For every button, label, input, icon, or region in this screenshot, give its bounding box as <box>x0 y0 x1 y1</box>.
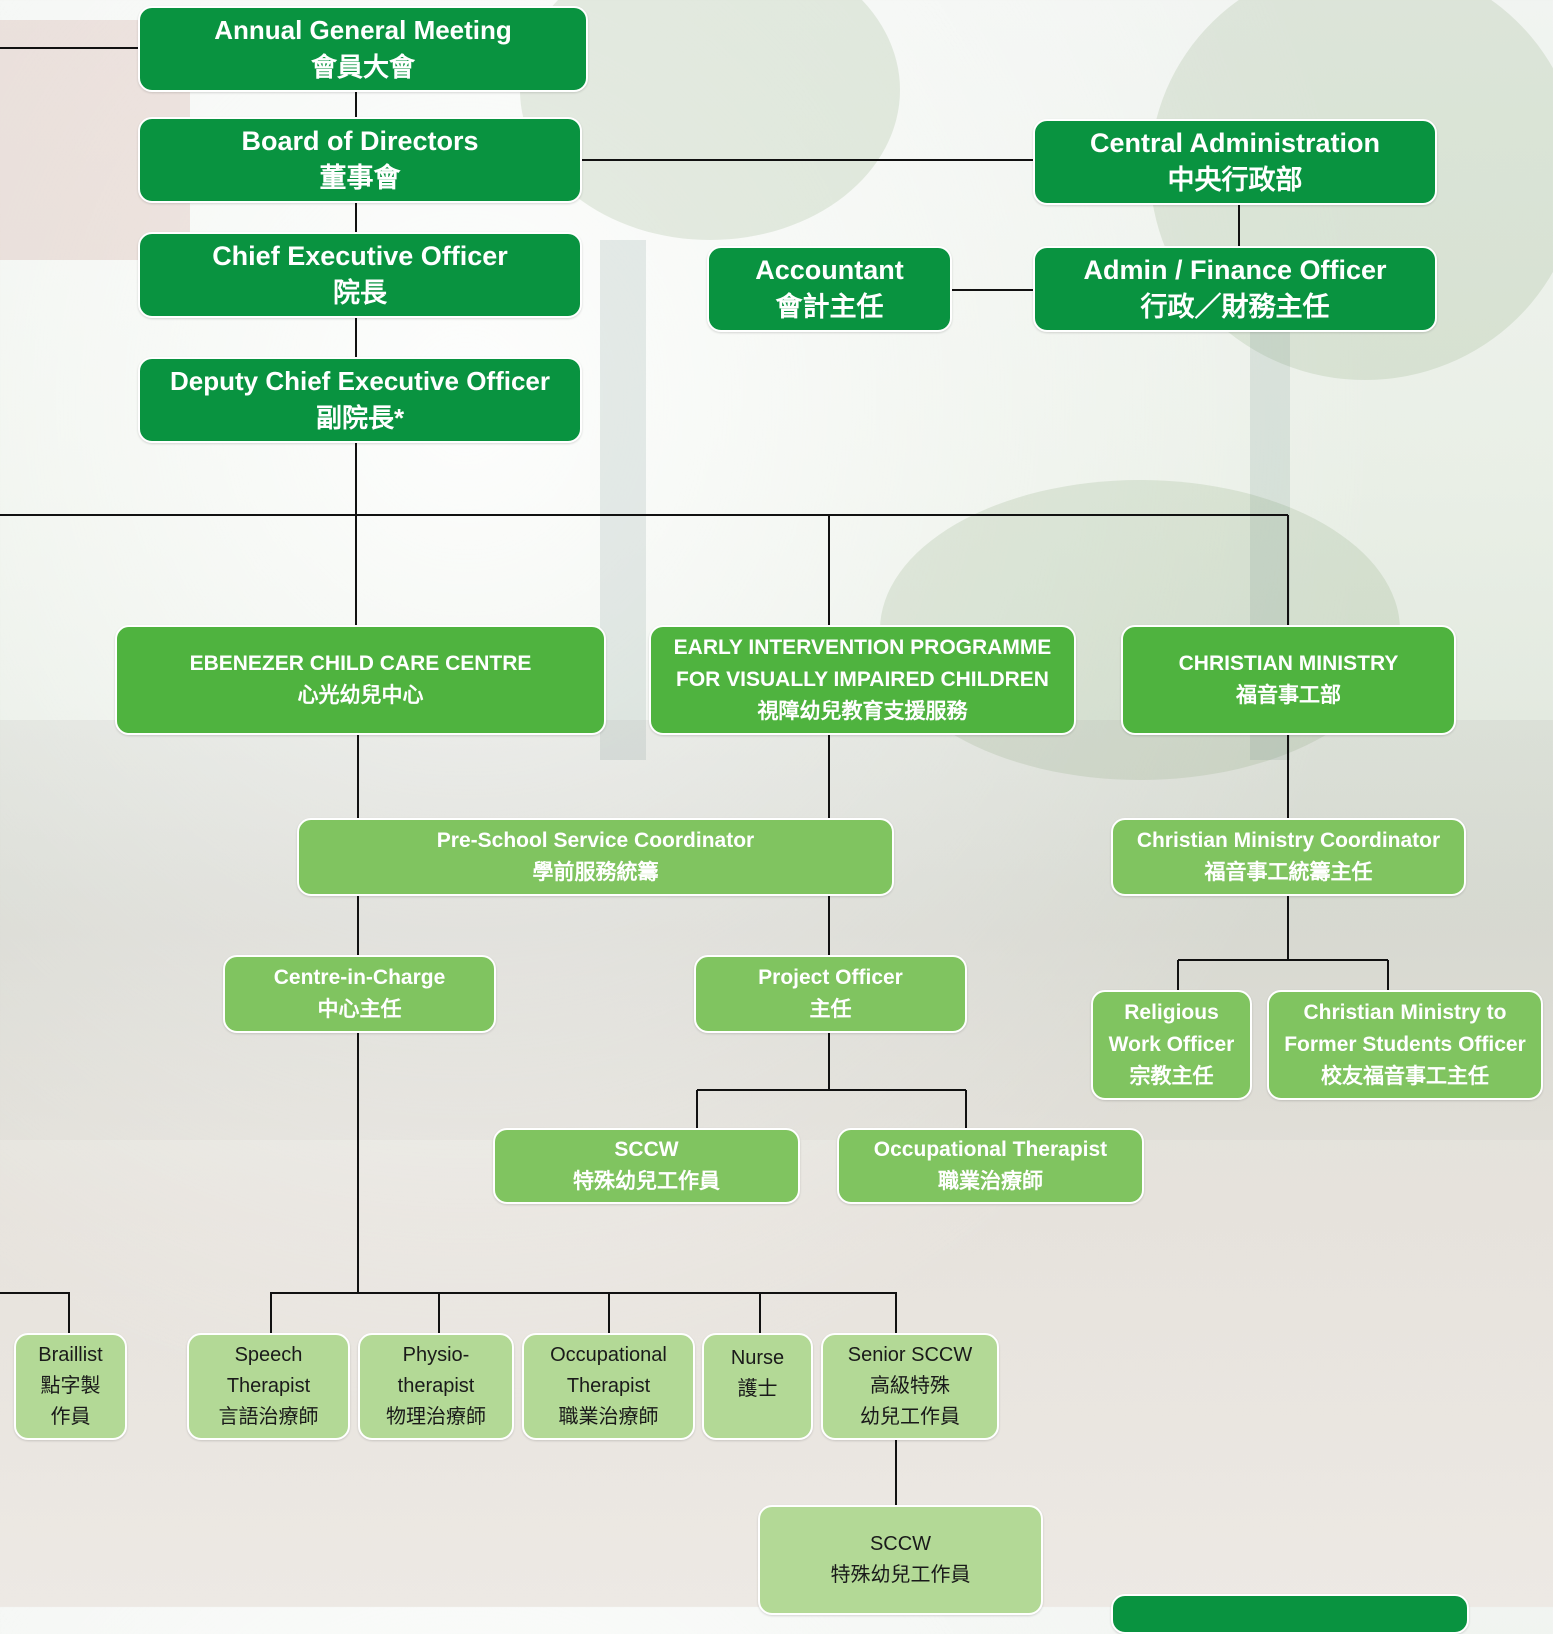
christian-ministry-zh: 福音事工部 <box>1236 684 1341 707</box>
speech-therapist-line3: 言語治療師 <box>218 1406 319 1428</box>
religious-work-officer-en-line2: Work Officer <box>1108 1033 1235 1056</box>
deputy-ceo-en: Deputy Chief Executive Officer <box>170 366 550 396</box>
speech-therapist-box: Speech Therapist 言語治療師 <box>187 1333 350 1440</box>
occupational-therapist-project-box: Occupational Therapist 職業治療師 <box>837 1128 1144 1204</box>
former-students-officer-en-line2: Former Students Officer <box>1284 1033 1526 1056</box>
pre-school-coordinator-en: Pre-School Service Coordinator <box>436 829 755 852</box>
project-officer-box: Project Officer 主任 <box>694 955 967 1033</box>
speech-therapist-line1: Speech <box>234 1344 303 1366</box>
sccw-staff-box: SCCW 特殊幼兒工作員 <box>758 1505 1043 1615</box>
ot-staff-line3: 職業治療師 <box>558 1406 659 1428</box>
christian-ministry-en: CHRISTIAN MINISTRY <box>1178 652 1399 675</box>
annual-general-meeting-box: Annual General Meeting 會員大會 <box>138 6 588 92</box>
ebenezer-child-care-centre-box: EBENEZER CHILD CARE CENTRE 心光幼兒中心 <box>115 625 606 735</box>
annual-general-meeting-en: Annual General Meeting <box>214 15 512 45</box>
occupational-therapist-staff-box: Occupational Therapist 職業治療師 <box>522 1333 695 1440</box>
cm-coordinator-en: Christian Ministry Coordinator <box>1136 829 1441 852</box>
sccw-project-zh: 特殊幼兒工作員 <box>573 1170 720 1193</box>
senior-sccw-line1: Senior SCCW <box>847 1344 973 1366</box>
pre-school-service-coordinator-box: Pre-School Service Coordinator 學前服務統籌 <box>297 818 894 896</box>
deputy-ceo-zh: 副院長* <box>315 403 405 433</box>
ebenezer-en: EBENEZER CHILD CARE CENTRE <box>189 652 532 675</box>
accountant-zh: 會計主任 <box>775 292 884 322</box>
former-students-officer-en-line1: Christian Ministry to <box>1303 1001 1507 1024</box>
religious-work-officer-zh: 宗教主任 <box>1129 1065 1214 1088</box>
former-students-officer-box: Christian Ministry to Former Students Of… <box>1267 990 1543 1100</box>
partial-box-bottom-right <box>1111 1594 1469 1634</box>
admin-finance-officer-box: Admin / Finance Officer 行政／財務主任 <box>1033 246 1437 332</box>
annual-general-meeting-zh: 會員大會 <box>310 52 415 82</box>
admin-finance-officer-en: Admin / Finance Officer <box>1083 255 1387 285</box>
centre-in-charge-zh: 中心主任 <box>317 998 402 1021</box>
senior-sccw-box: Senior SCCW 高級特殊 幼兒工作員 <box>821 1333 999 1440</box>
background-post <box>600 240 646 760</box>
central-administration-en: Central Administration <box>1089 128 1381 158</box>
ebenezer-zh: 心光幼兒中心 <box>297 684 424 707</box>
physiotherapist-box: Physio- therapist 物理治療師 <box>358 1333 514 1440</box>
project-officer-en: Project Officer <box>758 966 903 989</box>
early-intervention-zh: 視障幼兒教育支援服務 <box>757 700 968 723</box>
sccw-staff-line1: SCCW <box>869 1533 932 1555</box>
early-intervention-en-line1: EARLY INTERVENTION PROGRAMME <box>673 636 1052 659</box>
cm-coordinator-zh: 福音事工統籌主任 <box>1204 861 1373 884</box>
sccw-project-en: SCCW <box>614 1138 679 1161</box>
project-officer-zh: 主任 <box>809 998 852 1021</box>
early-intervention-en-line2: FOR VISUALLY IMPAIRED CHILDREN <box>676 668 1049 691</box>
former-students-officer-zh: 校友福音事工主任 <box>1321 1065 1489 1088</box>
central-administration-box: Central Administration 中央行政部 <box>1033 119 1437 205</box>
religious-work-officer-box: Religious Work Officer 宗教主任 <box>1091 990 1252 1100</box>
centre-in-charge-en: Centre-in-Charge <box>273 966 446 989</box>
christian-ministry-coordinator-box: Christian Ministry Coordinator 福音事工統籌主任 <box>1111 818 1466 896</box>
board-of-directors-box: Board of Directors 董事會 <box>138 117 582 203</box>
board-of-directors-en: Board of Directors <box>241 126 479 156</box>
central-administration-zh: 中央行政部 <box>1167 165 1303 195</box>
sccw-project-box: SCCW 特殊幼兒工作員 <box>493 1128 800 1204</box>
ot-project-zh: 職業治療師 <box>938 1170 1043 1193</box>
accountant-en: Accountant <box>755 255 904 285</box>
nurse-line1: Nurse <box>730 1347 785 1369</box>
admin-finance-officer-zh: 行政／財務主任 <box>1140 292 1330 322</box>
religious-work-officer-en-line1: Religious <box>1124 1001 1219 1024</box>
braillist-line2: 點字製 <box>40 1375 101 1397</box>
physiotherapist-line1: Physio- <box>402 1344 470 1366</box>
braillist-line3: 作員 <box>50 1406 91 1428</box>
chief-executive-officer-box: Chief Executive Officer 院長 <box>138 232 582 318</box>
chief-executive-officer-zh: 院長 <box>333 278 387 308</box>
speech-therapist-line2: Therapist <box>226 1375 311 1397</box>
board-of-directors-zh: 董事會 <box>319 163 401 193</box>
senior-sccw-line2: 高級特殊 <box>870 1375 950 1397</box>
braillist-box: Braillist 點字製 作員 <box>14 1333 127 1440</box>
deputy-ceo-box: Deputy Chief Executive Officer 副院長* <box>138 357 582 443</box>
ot-staff-line1: Occupational <box>550 1344 667 1366</box>
chief-executive-officer-en: Chief Executive Officer <box>212 241 508 271</box>
nurse-box: Nurse 護士 <box>702 1333 813 1440</box>
physiotherapist-line2: therapist <box>397 1375 475 1397</box>
christian-ministry-box: CHRISTIAN MINISTRY 福音事工部 <box>1121 625 1456 735</box>
ot-staff-line2: Therapist <box>566 1375 651 1397</box>
early-intervention-programme-box: EARLY INTERVENTION PROGRAMME FOR VISUALL… <box>649 625 1076 735</box>
sccw-staff-line2: 特殊幼兒工作員 <box>830 1564 971 1586</box>
accountant-box: Accountant 會計主任 <box>707 246 952 332</box>
nurse-line2: 護士 <box>737 1378 778 1400</box>
braillist-line1: Braillist <box>38 1344 103 1366</box>
ot-project-en: Occupational Therapist <box>873 1138 1108 1161</box>
centre-in-charge-box: Centre-in-Charge 中心主任 <box>223 955 496 1033</box>
pre-school-coordinator-zh: 學前服務統籌 <box>532 861 659 884</box>
physiotherapist-line3: 物理治療師 <box>386 1406 486 1428</box>
senior-sccw-line3: 幼兒工作員 <box>860 1406 960 1428</box>
